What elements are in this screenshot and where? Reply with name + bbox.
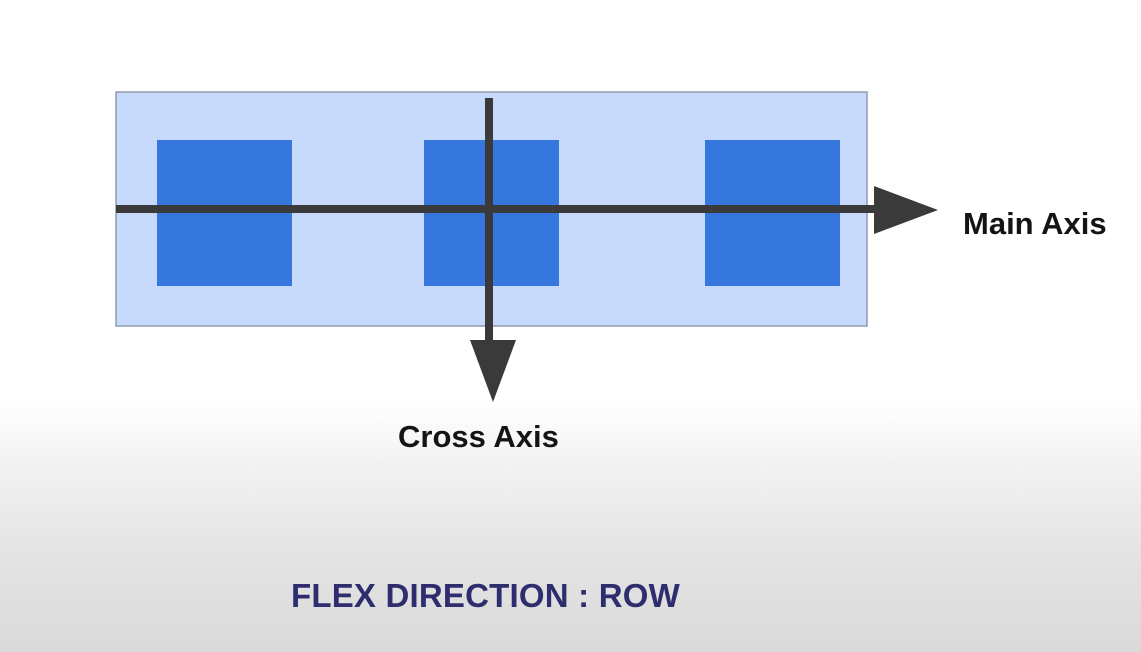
cross-axis-label: Cross Axis [398,419,559,454]
main-axis-arrowhead-icon [874,186,938,234]
cross-axis-arrowhead-icon [470,340,516,402]
main-axis-arrow [116,186,938,234]
flex-direction-caption: FLEX DIRECTION : ROW [291,577,680,614]
main-axis-label: Main Axis [963,206,1107,241]
cross-axis-arrow [470,98,516,402]
